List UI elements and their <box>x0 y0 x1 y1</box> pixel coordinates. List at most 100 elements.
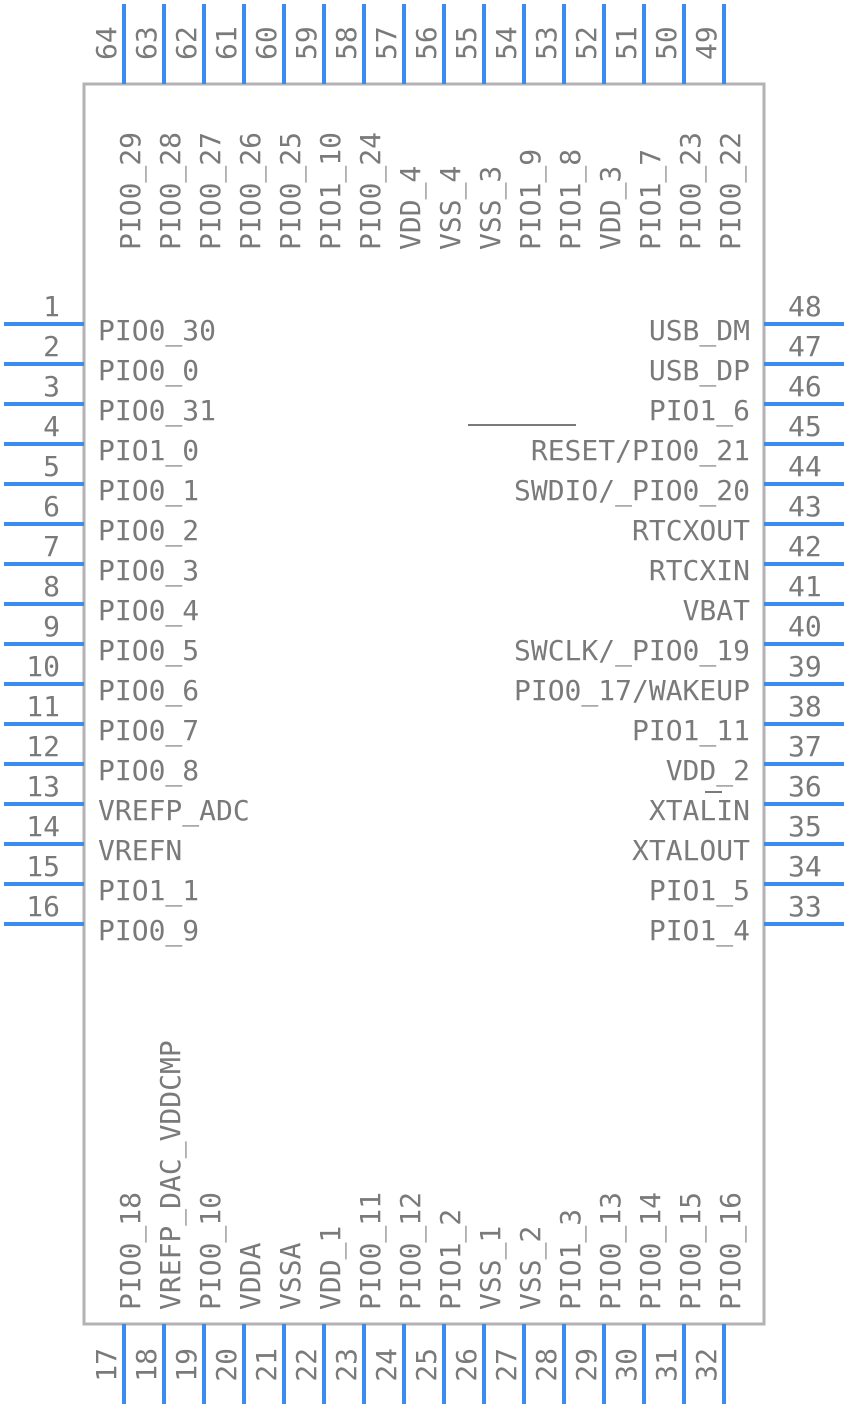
pin-label-37: VDD_2 <box>666 754 750 788</box>
pin-label-6: PIO0_2 <box>98 514 199 548</box>
pin-number-47: 47 <box>788 330 822 363</box>
pin-label-28: PIO1_3 <box>554 1209 588 1310</box>
pin-label-58: PIO0_24 <box>354 132 388 250</box>
pin-label-8: PIO0_4 <box>98 594 199 628</box>
pin-label-7: PIO0_3 <box>98 554 199 588</box>
pin-number-56: 56 <box>410 26 443 60</box>
pins-layer: 1PIO0_302PIO0_03PIO0_314PIO1_05PIO0_16PI… <box>4 4 844 1404</box>
pin-number-30: 30 <box>610 1348 643 1382</box>
pin-number-52: 52 <box>570 26 603 60</box>
pin-label-35: XTALOUT <box>632 834 750 867</box>
pin-label-10: PIO0_6 <box>98 674 199 708</box>
pin-label-38: PIO1_11 <box>632 714 750 748</box>
pin-number-49: 49 <box>690 26 723 60</box>
pin-label-48: USB_DM <box>649 314 750 348</box>
pin-number-29: 29 <box>570 1348 603 1382</box>
pin-label-34: PIO1_5 <box>649 874 750 908</box>
pin-number-58: 58 <box>330 26 363 60</box>
pin-label-62: PIO0_27 <box>194 132 228 250</box>
pin-number-55: 55 <box>450 26 483 60</box>
pin-label-3: PIO0_31 <box>98 394 216 428</box>
pin-label-59: PIO1_10 <box>314 132 348 250</box>
pin-label-57: VDD_4 <box>394 166 428 250</box>
pin-label-64: PIO0_29 <box>114 132 148 250</box>
pin-number-53: 53 <box>530 26 563 60</box>
pin-label-14: VREFN <box>98 834 182 867</box>
pin-number-59: 59 <box>290 26 323 60</box>
pin-label-26: VSS_1 <box>474 1226 508 1310</box>
pin-number-50: 50 <box>650 26 683 60</box>
pin-number-6: 6 <box>43 490 60 523</box>
pin-label-44: SWDIO/_PIO0_20 <box>514 474 750 508</box>
pin-number-19: 19 <box>170 1348 203 1382</box>
pin-number-61: 61 <box>210 26 243 60</box>
pin-label-54: PIO1_9 <box>514 149 548 250</box>
pin-label-39: PIO0_17/WAKEUP <box>514 674 750 708</box>
pin-label-17: PIO0_18 <box>114 1192 148 1310</box>
pin-number-51: 51 <box>610 26 643 60</box>
pin-label-27: VSS_2 <box>514 1226 548 1310</box>
pin-number-41: 41 <box>788 570 822 603</box>
pin-label-53: PIO1_8 <box>554 149 588 250</box>
pin-label-5: PIO0_1 <box>98 474 199 508</box>
pin-label-43: RTCXOUT <box>632 514 750 547</box>
pin-label-15: PIO1_1 <box>98 874 199 908</box>
pin-number-42: 42 <box>788 530 822 563</box>
pin-label-12: PIO0_8 <box>98 754 199 788</box>
pin-number-21: 21 <box>250 1348 283 1382</box>
pin-label-49: PIO0_22 <box>714 132 748 250</box>
pin-number-10: 10 <box>26 650 60 683</box>
pin-number-26: 26 <box>450 1348 483 1382</box>
pin-number-60: 60 <box>250 26 283 60</box>
pin-label-22: VDD_1 <box>314 1226 348 1310</box>
pin-label-56: VSS_4 <box>434 166 468 250</box>
pin-number-2: 2 <box>43 330 60 363</box>
pin-number-37: 37 <box>788 730 822 763</box>
pin-number-3: 3 <box>43 370 60 403</box>
pin-number-20: 20 <box>210 1348 243 1382</box>
pin-number-46: 46 <box>788 370 822 403</box>
pin-number-35: 35 <box>788 810 822 843</box>
pin-number-8: 8 <box>43 570 60 603</box>
pin-number-15: 15 <box>26 850 60 883</box>
pin-label-50: PIO0_23 <box>674 132 708 250</box>
pin-number-48: 48 <box>788 290 822 323</box>
pin-number-43: 43 <box>788 490 822 523</box>
pin-number-12: 12 <box>26 730 60 763</box>
pin-number-63: 63 <box>130 26 163 60</box>
pin-number-18: 18 <box>130 1348 163 1382</box>
pin-label-63: PIO0_28 <box>154 132 188 250</box>
